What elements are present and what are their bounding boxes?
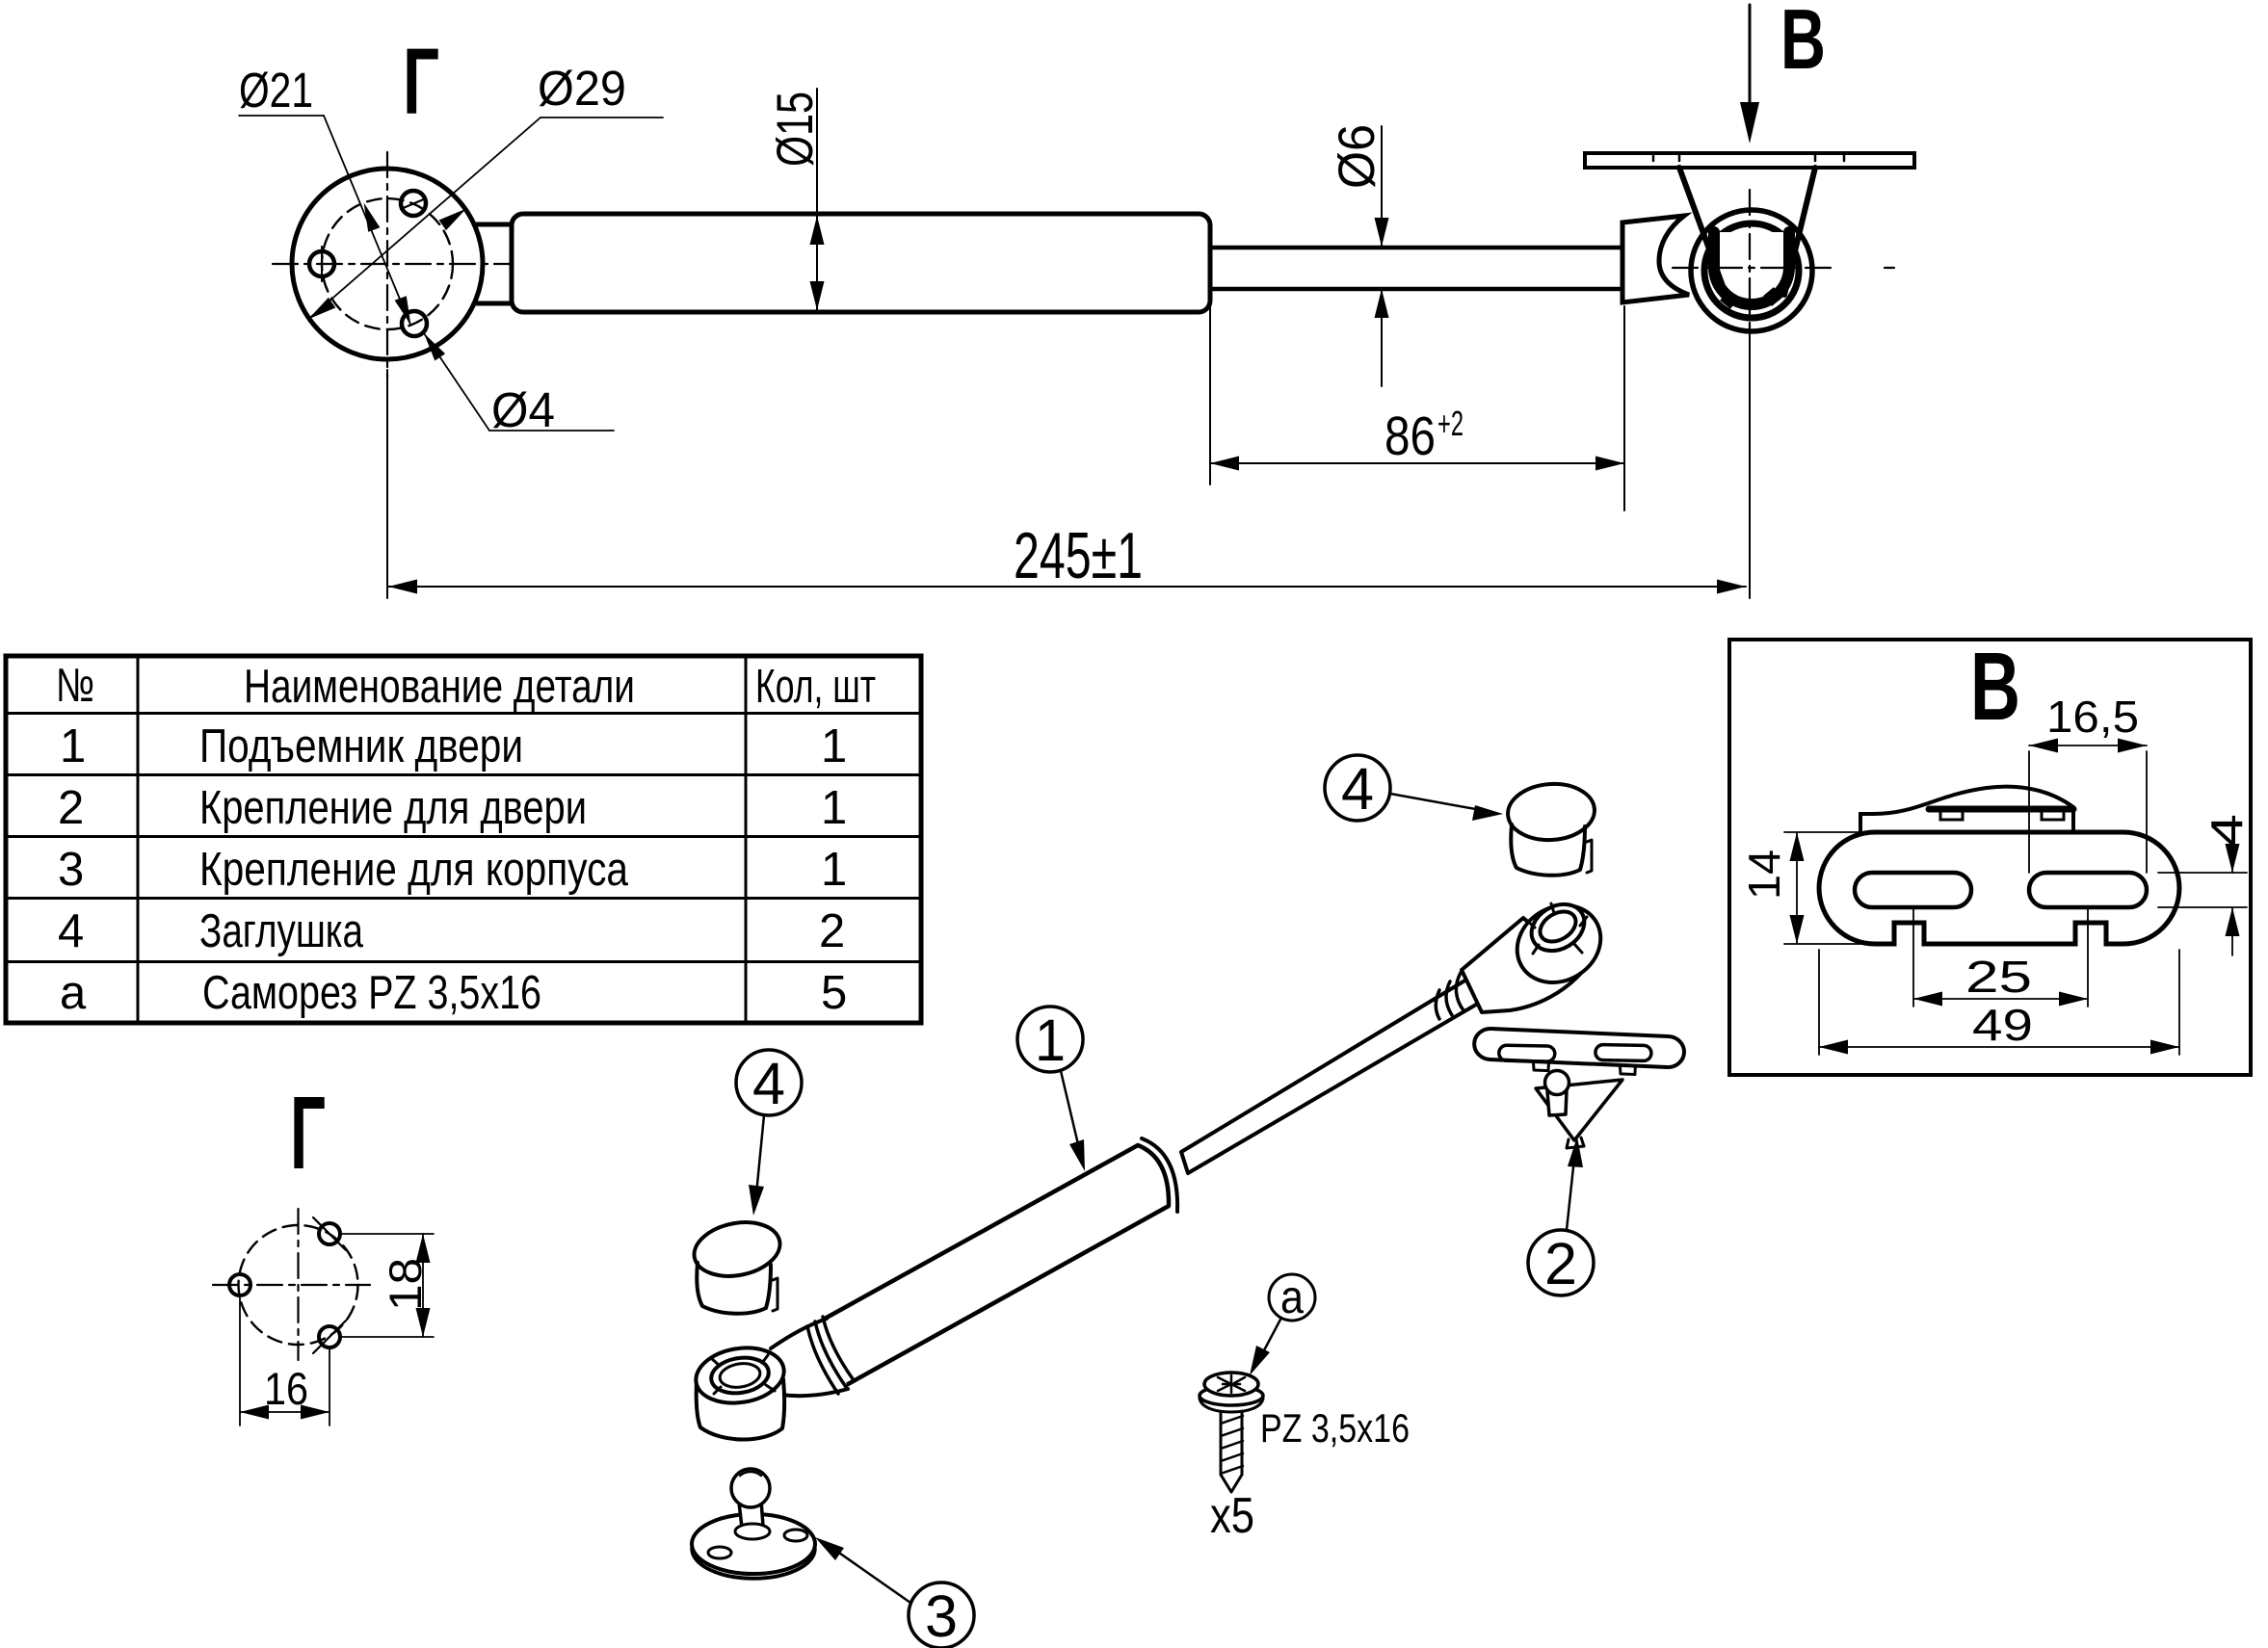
svg-text:Г: Г xyxy=(290,1074,326,1190)
svg-text:Наименование детали: Наименование детали xyxy=(244,661,635,713)
svg-text:1: 1 xyxy=(60,720,86,772)
svg-text:Заглушка: Заглушка xyxy=(199,905,364,957)
svg-text:2: 2 xyxy=(58,782,84,834)
svg-text:18: 18 xyxy=(380,1258,431,1311)
svg-text:86: 86 xyxy=(1385,405,1436,467)
svg-text:1: 1 xyxy=(821,844,847,896)
svg-text:a: a xyxy=(60,967,87,1019)
svg-text:x5: x5 xyxy=(1210,1488,1254,1544)
svg-text:16,5: 16,5 xyxy=(2046,692,2139,742)
svg-text:Подъемник двери: Подъемник двери xyxy=(199,720,523,772)
svg-text:№: № xyxy=(56,660,94,712)
svg-text:Ø4: Ø4 xyxy=(491,382,555,437)
svg-text:В: В xyxy=(1970,633,2020,741)
svg-text:Ø29: Ø29 xyxy=(538,61,626,116)
svg-text:4: 4 xyxy=(1341,756,1374,822)
svg-text:Ø21: Ø21 xyxy=(239,63,313,118)
svg-text:Г: Г xyxy=(403,29,439,134)
svg-text:Крепление для корпуса: Крепление для корпуса xyxy=(199,844,629,896)
svg-text:25: 25 xyxy=(1965,952,2032,1002)
svg-text:1: 1 xyxy=(821,720,847,772)
svg-text:1: 1 xyxy=(1035,1007,1066,1073)
svg-text:2: 2 xyxy=(1544,1231,1577,1296)
svg-text:14: 14 xyxy=(1739,850,1789,900)
svg-text:+2: +2 xyxy=(1437,404,1464,443)
svg-text:Ø15: Ø15 xyxy=(767,92,824,167)
svg-text:3: 3 xyxy=(58,844,84,896)
svg-text:4: 4 xyxy=(752,1051,785,1116)
svg-text:16: 16 xyxy=(264,1363,308,1414)
svg-text:5: 5 xyxy=(821,967,847,1019)
svg-text:49: 49 xyxy=(1972,1000,2033,1050)
svg-text:Крепление для двери: Крепление для двери xyxy=(199,782,587,834)
svg-text:a: a xyxy=(1280,1272,1304,1323)
svg-text:В: В xyxy=(1780,0,1826,87)
svg-text:2: 2 xyxy=(819,905,845,957)
svg-text:Саморез PZ 3,5x16: Саморез PZ 3,5x16 xyxy=(202,967,541,1019)
svg-text:PZ 3,5x16: PZ 3,5x16 xyxy=(1260,1405,1410,1451)
svg-text:4: 4 xyxy=(2202,814,2252,848)
svg-text:3: 3 xyxy=(925,1583,958,1648)
svg-text:4: 4 xyxy=(58,905,84,957)
svg-text:Ø6: Ø6 xyxy=(1329,124,1385,189)
svg-text:245±1: 245±1 xyxy=(1014,519,1143,592)
svg-text:Кол, шт: Кол, шт xyxy=(755,661,876,713)
svg-text:1: 1 xyxy=(821,782,847,834)
